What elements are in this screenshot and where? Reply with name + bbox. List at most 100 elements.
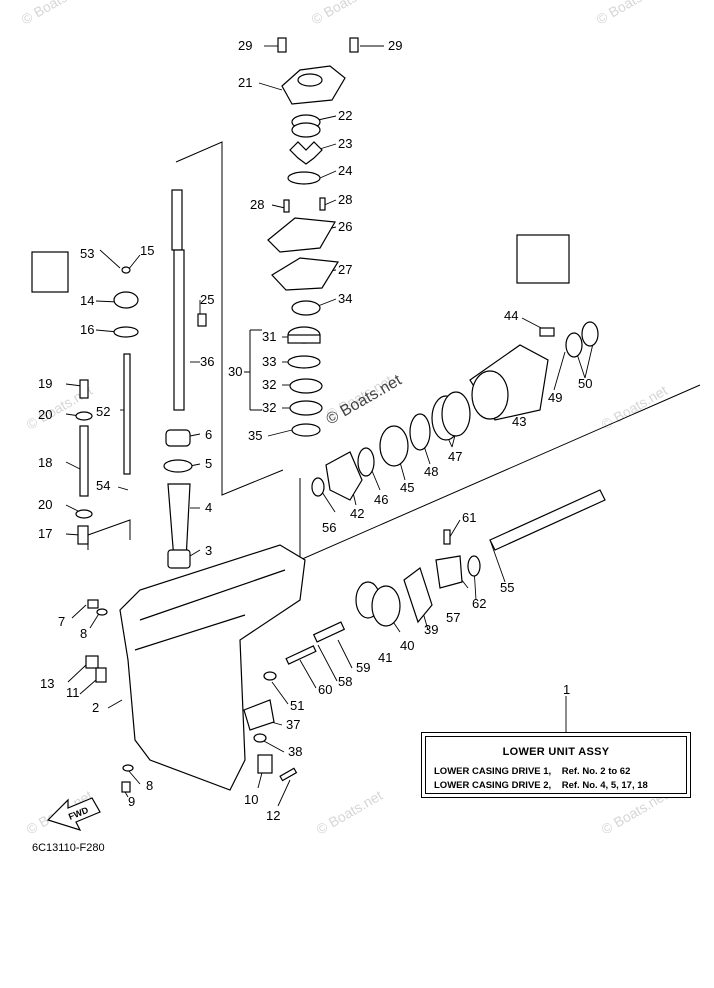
symbol-seal-left [31,251,69,293]
gasket-24 [287,171,321,185]
legend-row-label: LOWER CASING DRIVE 2, [434,780,552,791]
callout-60: 60 [318,682,332,697]
shift-rod-52 [123,353,131,475]
outer-plate-cartridge [267,217,336,253]
pinion-37 [243,699,275,731]
callout-59: 59 [356,660,370,675]
clutch-57 [435,555,463,589]
fwd-arrow-icon [46,797,101,831]
callout-58: 58 [338,674,352,689]
propeller-shaft-55 [489,489,606,551]
callout-15: 15 [140,243,154,258]
driveshaft-36 [173,249,185,411]
legend-row-2: LOWER CASING DRIVE 2, Ref. No. 4, 5, 17,… [434,780,648,791]
callout-29a: 29 [238,38,252,53]
callout-51: 51 [290,698,304,713]
legend-row-refs: Ref. No. 4, 5, 17, 18 [561,780,648,791]
callout-20a: 20 [38,407,52,422]
callout-18: 18 [38,455,52,470]
callout-48: 48 [424,464,438,479]
bearing-45 [379,425,409,467]
circlip-56 [311,477,325,497]
washer-8b [122,764,134,772]
callout-7: 7 [58,614,65,629]
washer-8a [96,608,108,616]
bolt-29b [349,37,359,53]
bolt-44 [539,327,555,337]
callout-36: 36 [200,354,214,369]
callout-41: 41 [378,650,392,665]
driveshaft-spline [171,189,183,251]
callout-1: 1 [563,682,570,697]
callout-35: 35 [248,428,262,443]
callout-53: 53 [80,246,94,261]
watermark: © Boats.net [314,787,386,838]
oil-seal-32b [289,400,323,416]
circlip-53 [121,266,131,274]
callout-4: 4 [205,500,212,515]
callout-38: 38 [288,744,302,759]
bolt-12 [279,767,298,782]
callout-11: 11 [66,685,80,700]
callout-25: 25 [200,292,214,307]
callout-10: 10 [244,792,258,807]
pin-28b [319,197,326,211]
legend-row-refs: Ref. No. 2 to 62 [561,766,631,777]
callout-44: 44 [504,308,518,323]
callout-32b: 32 [262,400,276,415]
callout-46: 46 [374,492,388,507]
callout-45: 45 [400,480,414,495]
key-25 [197,313,207,327]
callout-16: 16 [80,322,94,337]
callout-33: 33 [262,354,276,369]
shim-5 [163,459,193,473]
callout-29b: 29 [388,38,402,53]
callout-5: 5 [205,456,212,471]
watermark: © Boats.net [594,0,666,28]
callout-2: 2 [92,700,99,715]
callout-22: 22 [338,108,352,123]
plug-51 [263,671,277,681]
bearing-40 [371,585,401,627]
legend-inner-frame: LOWER UNIT ASSY LOWER CASING DRIVE 1, Re… [425,736,687,794]
impeller [289,141,323,165]
callout-8b: 8 [146,778,153,793]
callout-9: 9 [128,794,135,809]
callout-14: 14 [80,293,94,308]
bolt-7 [87,599,99,609]
grommet-14 [113,291,139,309]
oil-seal-49 [565,332,583,358]
oil-seal-34 [291,300,321,316]
pin-28a [283,199,290,213]
hose-18 [79,425,89,497]
callout-62: 62 [472,596,486,611]
callout-labels: 1 2 3 4 5 6 7 8 8 9 10 11 12 13 14 15 16… [38,38,592,823]
legend-title: LOWER UNIT ASSY [502,746,610,758]
lower-casing-2 [119,544,306,791]
watermark-center: © Boats.net [324,372,406,429]
legend-row-label: LOWER CASING DRIVE 1, [434,766,552,777]
callout-52: 52 [96,404,110,419]
callout-40: 40 [400,638,414,653]
watermark: © Boats.net [309,0,381,28]
legend-row-1: LOWER CASING DRIVE 1, Ref. No. 2 to 62 [434,766,630,777]
sleeve-4 [167,483,191,561]
parts [31,37,606,831]
callout-50: 50 [578,376,592,391]
callout-47: 47 [448,449,462,464]
bearing-3 [167,549,191,569]
legend-box: LOWER UNIT ASSY LOWER CASING DRIVE 1, Re… [421,732,691,798]
callout-28a: 28 [250,197,264,212]
o-ring-16 [113,326,139,338]
pump-housing-port [297,73,323,87]
gear-39 [403,567,433,624]
callout-27: 27 [338,262,352,277]
callout-3: 3 [205,543,212,558]
trim-tab-10 [257,754,273,774]
o-ring-47b [441,391,471,437]
callout-26: 26 [338,219,352,234]
plate-11 [95,667,107,683]
callout-17: 17 [38,526,52,541]
callout-32a: 32 [262,377,276,392]
